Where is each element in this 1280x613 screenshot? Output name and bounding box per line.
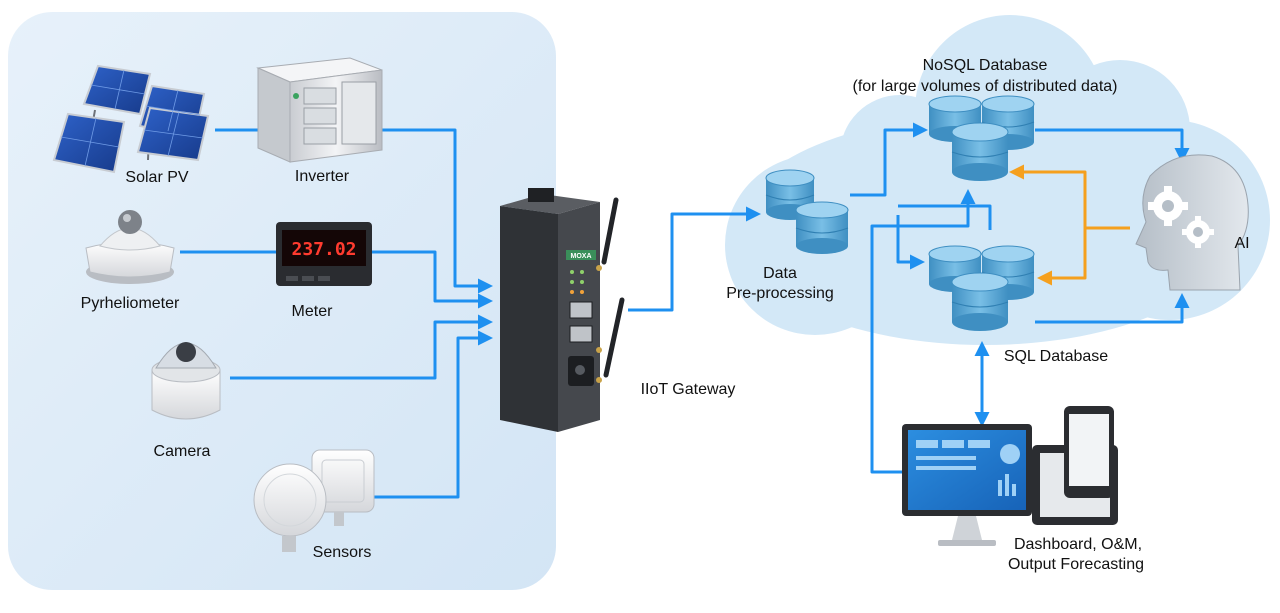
- pyrheliometer-label: Pyrheliometer: [81, 295, 180, 312]
- solar-pv-icon: [52, 64, 210, 174]
- link-nosql-ai: [1035, 128, 1190, 163]
- gateway-brand-label: MOXA: [571, 253, 592, 260]
- link-dashboard-nosql: [870, 189, 976, 474]
- sensors-label: Sensors: [313, 544, 372, 561]
- link-sql-ai: [1035, 293, 1190, 324]
- link-preprocessing-nosql: [850, 122, 928, 197]
- link-gateway-preprocessing: [628, 206, 761, 312]
- iiot-gateway-icon: [500, 188, 625, 432]
- inverter-icon: [256, 57, 383, 163]
- dashboard-label-line2: Output Forecasting: [1008, 556, 1144, 573]
- preprocessing-db-icon: [765, 169, 849, 254]
- link-nosql-sql: [896, 215, 925, 270]
- ai-feedback-sql: [1037, 228, 1087, 286]
- sql-db-icon: [928, 245, 1035, 331]
- iiot-gateway-label: IIoT Gateway: [641, 381, 736, 398]
- sensors-icon: [253, 449, 375, 552]
- meter-reading: 237.02: [291, 239, 356, 260]
- data-preprocessing-label-line2: Pre-processing: [726, 285, 834, 302]
- link-sensors-gateway: [372, 330, 493, 499]
- solar-pv-label: Solar PV: [125, 169, 188, 186]
- ai-head-icon: [1135, 154, 1249, 291]
- dashboard-monitor-icon: [902, 406, 1118, 546]
- inverter-label: Inverter: [295, 168, 350, 185]
- dashboard-label-line1: Dashboard, O&M,: [1014, 536, 1142, 553]
- link-camera-gateway: [230, 314, 493, 380]
- link-sql-nosql: [898, 204, 992, 230]
- camera-icon: [151, 342, 221, 420]
- nosql-label-line1: NoSQL Database: [923, 57, 1048, 74]
- field-devices-panel: [8, 12, 556, 590]
- meter-label: Meter: [292, 303, 334, 320]
- ai-feedback-nosql: [1009, 164, 1130, 230]
- pyrheliometer-icon: [85, 210, 175, 284]
- meter-icon: [276, 222, 372, 286]
- nosql-label-line2: (for large volumes of distributed data): [852, 78, 1117, 95]
- sql-database-label: SQL Database: [1004, 348, 1108, 365]
- nosql-db-icon: [928, 95, 1035, 181]
- data-preprocessing-label-line1: Data: [763, 265, 797, 282]
- ai-label: AI: [1234, 235, 1249, 252]
- camera-label: Camera: [154, 443, 211, 460]
